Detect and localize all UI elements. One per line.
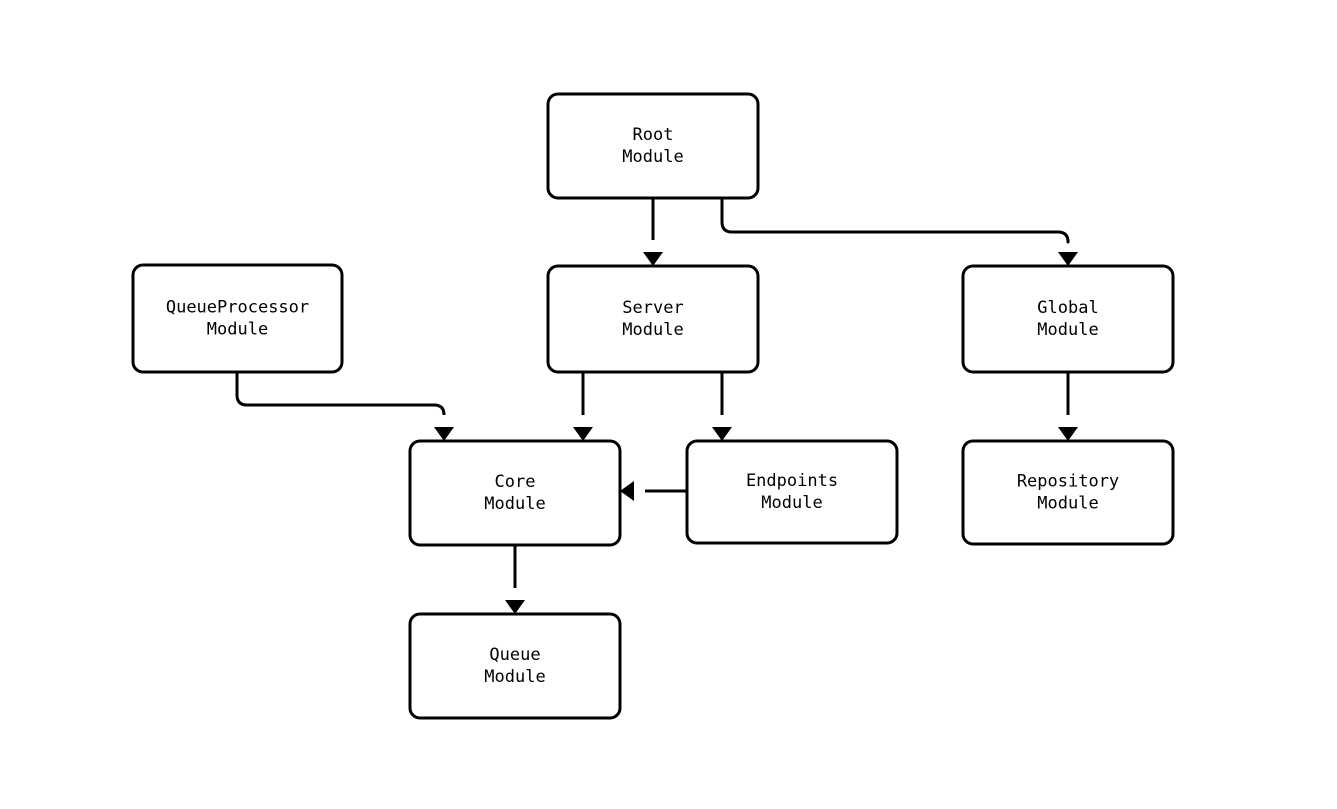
node-label-line2: Module [622, 147, 683, 167]
node-label-line1: Server [622, 298, 683, 318]
edge-endpoints-core [620, 481, 687, 501]
arrowhead-icon [643, 252, 663, 266]
node-label-line1: Repository [1017, 472, 1119, 492]
node-label-line1: Core [495, 472, 536, 492]
edges-layer [235, 198, 1078, 614]
node-label-line1: Endpoints [746, 471, 838, 491]
node-label-line2: Module [1037, 320, 1098, 340]
node-box[interactable] [131, 263, 344, 374]
node-box[interactable] [961, 439, 1175, 546]
node-label-line2: Module [207, 320, 268, 340]
edge-global-repository [1058, 372, 1078, 441]
node-box[interactable] [546, 92, 760, 200]
node-label-line1: Root [633, 125, 674, 145]
node-label-line2: Module [484, 494, 545, 514]
node-box[interactable] [408, 439, 622, 547]
node-box[interactable] [685, 439, 899, 545]
edge-line [235, 372, 446, 416]
edge-queueprocessor-core [235, 372, 454, 441]
arrowhead-icon [620, 481, 634, 501]
node-box[interactable] [546, 264, 760, 374]
node-label-line1: Queue [489, 645, 540, 665]
node-label-line2: Module [761, 493, 822, 513]
node-label-line2: Module [1037, 494, 1098, 514]
nodes-layer: RootModuleQueueProcessorModuleServerModu… [131, 92, 1175, 720]
arrowhead-icon [1058, 427, 1078, 441]
node-box[interactable] [408, 612, 622, 720]
edge-server-endpoints [712, 372, 732, 441]
arrowhead-icon [505, 600, 525, 614]
arrowhead-icon [573, 427, 593, 441]
node-label-line2: Module [622, 320, 683, 340]
arrowhead-icon [1058, 252, 1078, 266]
arrowhead-icon [712, 427, 732, 441]
node-label-line1: Global [1037, 298, 1098, 318]
arrowhead-icon [434, 427, 454, 441]
node-label-line1: QueueProcessor [166, 298, 309, 318]
edge-core-queue [505, 545, 525, 614]
edge-line [720, 198, 1070, 244]
edge-root-global [720, 198, 1078, 266]
edge-root-server [643, 198, 663, 266]
edge-server-core [573, 372, 593, 441]
node-label-line2: Module [484, 667, 545, 687]
node-box[interactable] [961, 264, 1175, 374]
